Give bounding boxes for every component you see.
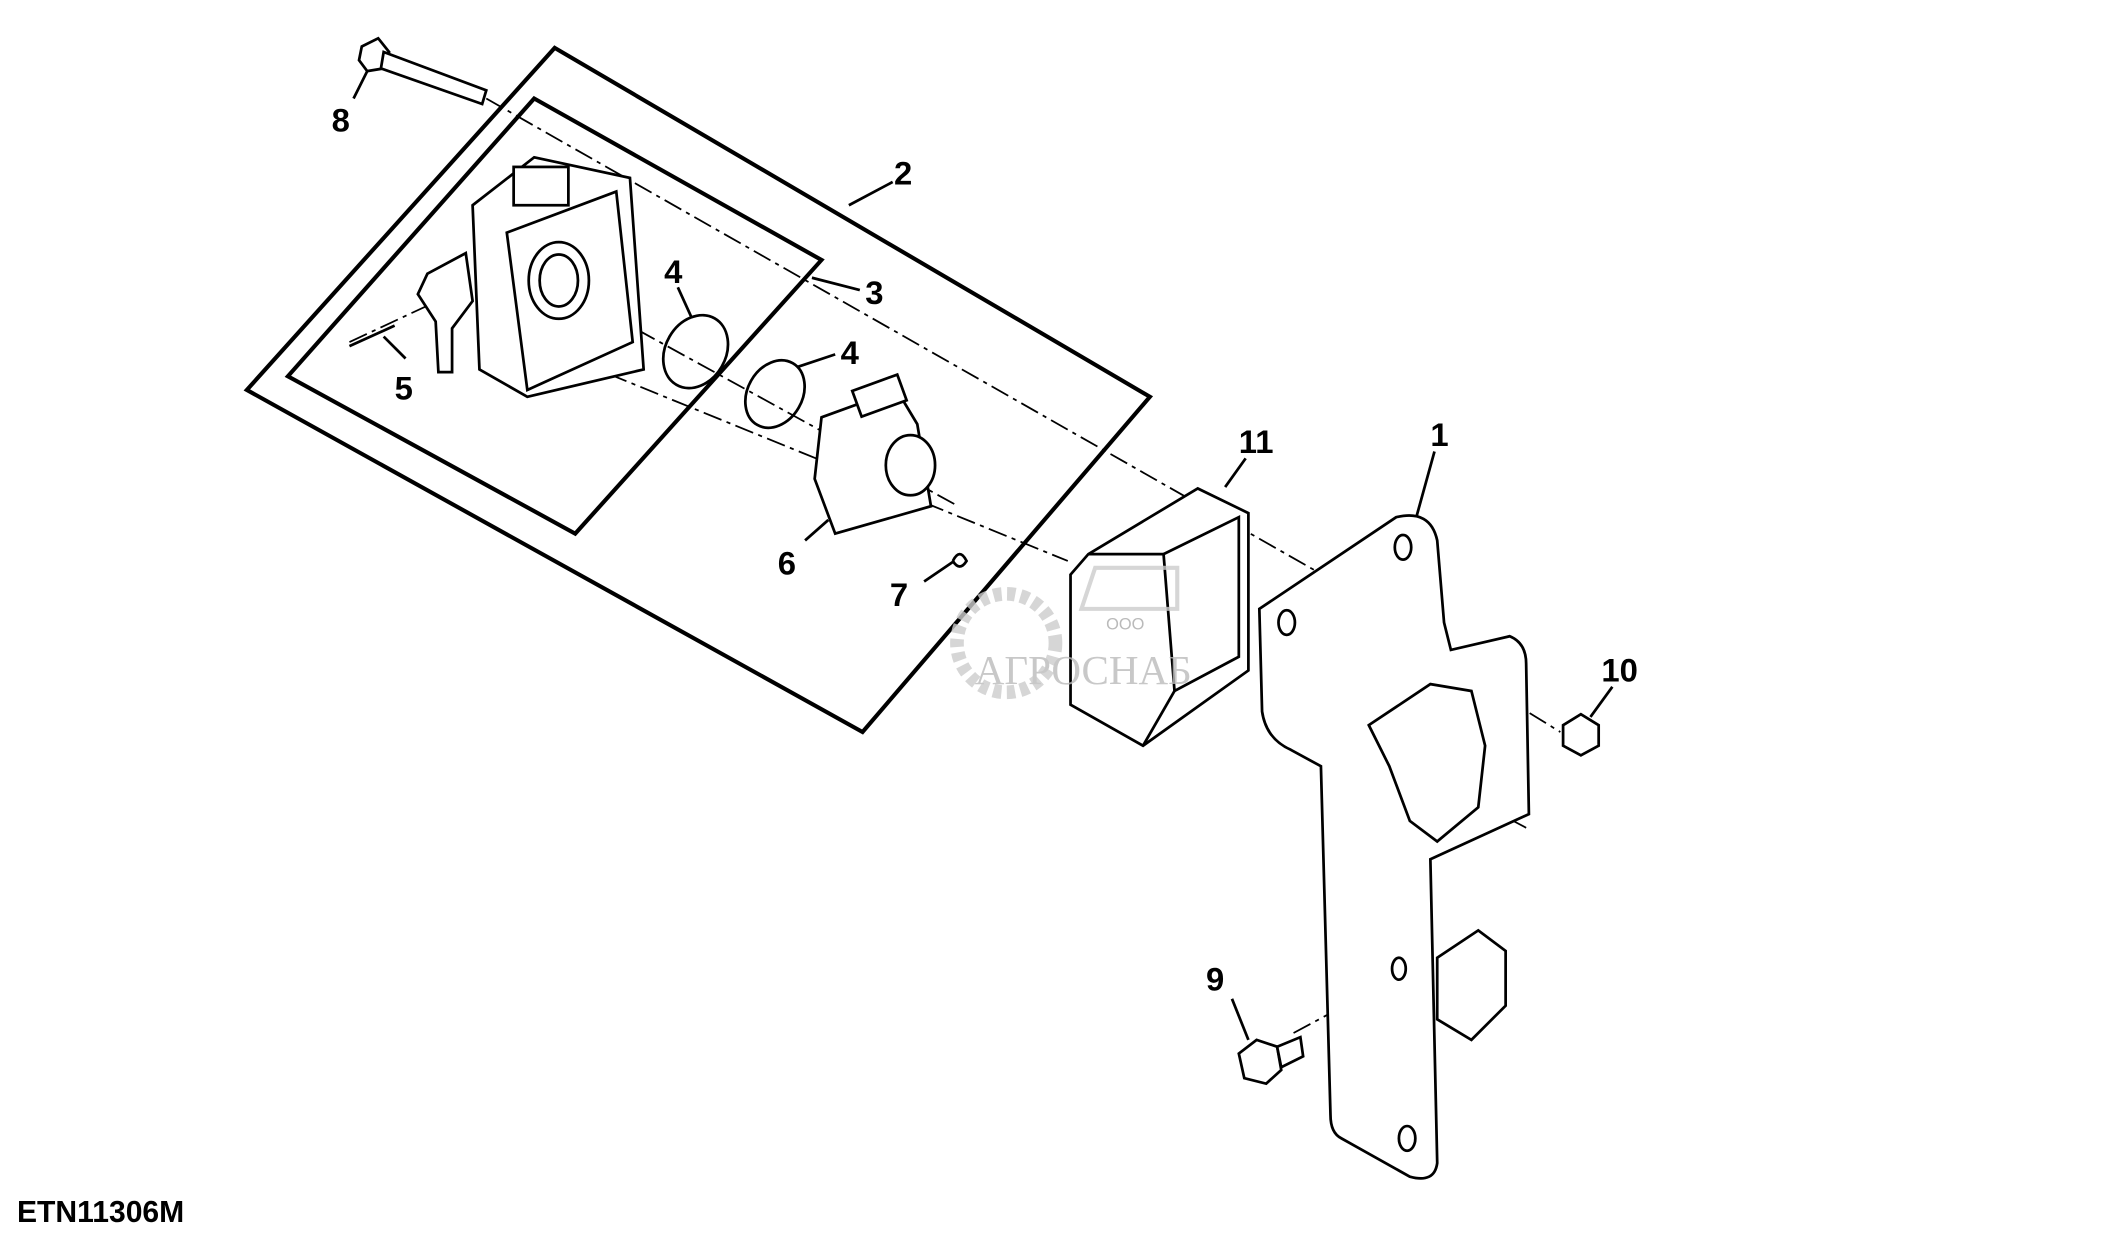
callout-8: 8 — [332, 101, 350, 138]
callout-7: 7 — [890, 576, 908, 613]
bolt-8 — [357, 36, 488, 106]
mounting-box-11 — [1069, 486, 1250, 748]
callout-1: 1 — [1430, 416, 1448, 453]
clip-7 — [951, 552, 969, 568]
callout-5: 5 — [395, 370, 413, 407]
callout-9: 9 — [1206, 961, 1224, 998]
nut-10 — [1561, 712, 1601, 757]
watermark-top-text: ООО — [1106, 615, 1144, 633]
bracket-1 — [1257, 514, 1531, 1180]
bolt-9 — [1237, 1035, 1305, 1086]
kit-outline-3 — [284, 95, 825, 537]
callout-11: 11 — [1239, 423, 1274, 460]
watermark-name-text: АГРОСНАБ — [975, 647, 1192, 693]
callout-3: 3 — [865, 274, 883, 311]
callout-4a: 4 — [664, 253, 683, 290]
callout-4b: 4 — [841, 334, 860, 371]
callout-2: 2 — [894, 155, 912, 192]
o-ring-4b — [743, 358, 806, 430]
o-ring-4a — [661, 313, 730, 390]
figure-code: ETN11306M — [17, 1196, 184, 1229]
socket-housing — [348, 155, 646, 399]
socket-insert-6 — [813, 372, 937, 536]
kit-outline-2 — [243, 45, 1154, 735]
watermark-logo: ООО АГРОСНАБ — [950, 565, 1192, 700]
callout-10: 10 — [1601, 651, 1638, 688]
leader-lines — [352, 70, 1614, 1041]
callout-6: 6 — [778, 545, 796, 582]
